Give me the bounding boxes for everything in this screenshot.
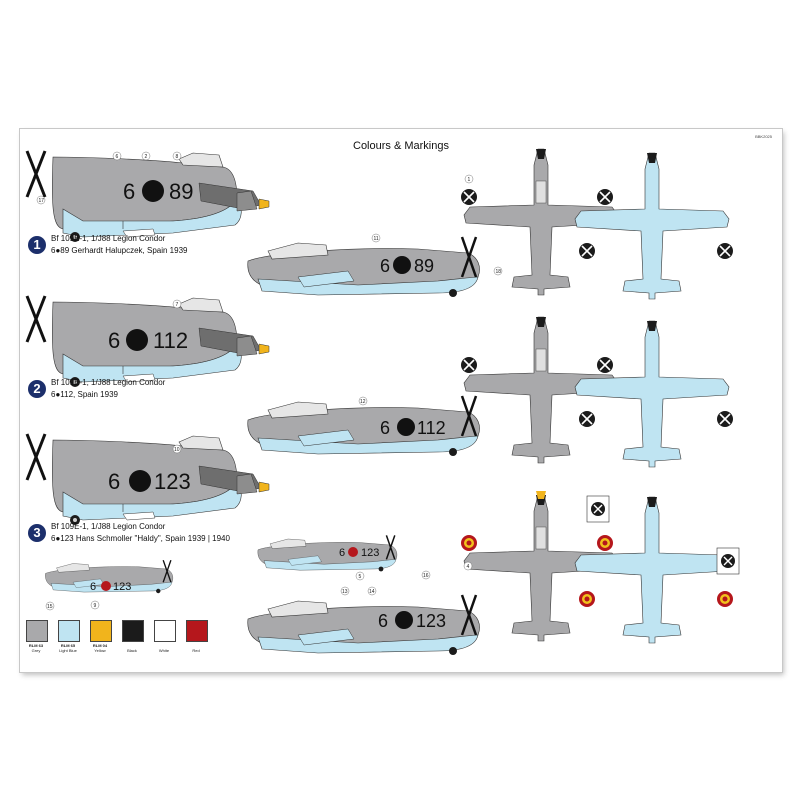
callout: 8 bbox=[176, 154, 179, 160]
code-disc-3b bbox=[348, 547, 358, 557]
callout: 11 bbox=[374, 236, 379, 242]
swatch-label: Black bbox=[127, 648, 137, 653]
scheme-number-2: 2 bbox=[28, 380, 46, 398]
scheme-1-line2: 6●89 Gerhardt Halupczek, Spain 1939 bbox=[51, 246, 188, 255]
code-right-1: 89 bbox=[169, 179, 193, 204]
profile-2-left bbox=[25, 294, 271, 389]
callout: 9 bbox=[94, 603, 97, 609]
code-left-2b: 6 bbox=[380, 418, 390, 438]
aircraft-artwork: 6 89 6 89 6 112 6 112 6 123 6 1 bbox=[25, 148, 740, 657]
code-left-3: 6 bbox=[108, 469, 120, 494]
profile-1-right bbox=[246, 235, 481, 299]
callout: 6 bbox=[116, 154, 119, 160]
swatch-box bbox=[26, 620, 48, 642]
callout: 2 bbox=[145, 154, 148, 160]
scheme-2-line1: Bf 109E-1, 1/J88 Legion Condor bbox=[51, 378, 166, 387]
code-disc-2b bbox=[397, 418, 415, 436]
swatch-box bbox=[58, 620, 80, 642]
scheme-3-line2: 6●123 Hans Schmoller "Haldy", Spain 1939… bbox=[51, 534, 230, 543]
swatch-box bbox=[186, 620, 208, 642]
callout: 18 bbox=[496, 269, 502, 275]
scheme-1-line1: Bf 109E-1, 1/J88 Legion Condor bbox=[51, 234, 166, 243]
sheet-tag: BBK2025 bbox=[755, 134, 772, 139]
scheme-1-caption: Bf 109E-1, 1/J88 Legion Condor 6●89 Gerh… bbox=[51, 233, 187, 257]
callout: 13 bbox=[342, 589, 348, 595]
callout: 16 bbox=[423, 573, 429, 579]
plan-bottom-1 bbox=[574, 152, 730, 300]
code-disc-1 bbox=[142, 180, 164, 202]
fin-detail-2 bbox=[716, 547, 740, 575]
scheme-number-3: 3 bbox=[28, 524, 46, 542]
callout: 7 bbox=[176, 302, 179, 308]
scheme-3-caption: Bf 109E-1, 1/J88 Legion Condor 6●123 Han… bbox=[51, 521, 230, 545]
code-disc-3c bbox=[101, 581, 111, 591]
code-right-1b: 89 bbox=[414, 256, 434, 276]
swatch-box bbox=[90, 620, 112, 642]
callouts: 6 2 8 17 18 7 10 11 12 5 4 1 9 13 14 15 … bbox=[36, 151, 503, 611]
fin-detail-1 bbox=[586, 495, 610, 523]
callout: 15 bbox=[47, 604, 53, 610]
code-right-3d: 123 bbox=[416, 611, 446, 631]
scheme-3-line1: Bf 109E-1, 1/J88 Legion Condor bbox=[51, 522, 166, 531]
callout: 5 bbox=[359, 574, 362, 580]
code-left-1b: 6 bbox=[380, 256, 390, 276]
code-disc-1b bbox=[393, 256, 411, 274]
callout: 4 bbox=[467, 564, 470, 570]
code-right-3: 123 bbox=[154, 469, 191, 494]
callout: 10 bbox=[174, 447, 180, 453]
code-right-3b: 123 bbox=[361, 547, 379, 559]
plan-bottom-2 bbox=[574, 320, 730, 468]
callout: 1 bbox=[468, 177, 471, 183]
code-disc-3 bbox=[129, 470, 151, 492]
code-disc-3d bbox=[395, 611, 413, 629]
swatch-label: White bbox=[158, 648, 170, 653]
swatch-box bbox=[154, 620, 176, 642]
swatch-box bbox=[122, 620, 144, 642]
sheet-title: Colours & Markings bbox=[353, 140, 449, 152]
code-right-2: 112 bbox=[153, 328, 188, 353]
callout: 17 bbox=[39, 198, 45, 204]
code-left-3d: 6 bbox=[378, 611, 388, 631]
code-left-3b: 6 bbox=[339, 547, 345, 559]
callout: 12 bbox=[360, 399, 366, 405]
scheme-2-caption: Bf 109E-1, 1/J88 Legion Condor 6●112, Sp… bbox=[51, 377, 165, 401]
scheme-2-line2: 6●112, Spain 1939 bbox=[51, 390, 118, 399]
code-left-1: 6 bbox=[123, 179, 135, 204]
code-disc-2 bbox=[126, 329, 148, 351]
code-left-3c: 6 bbox=[90, 581, 96, 593]
code-right-3c: 123 bbox=[113, 581, 131, 593]
code-right-2b: 112 bbox=[417, 418, 446, 438]
markings-sheet: Colours & Markings BBK2025 bbox=[20, 129, 782, 672]
scheme-number-1: 1 bbox=[28, 236, 46, 254]
code-left-2: 6 bbox=[108, 328, 120, 353]
swatch-label: Red bbox=[192, 648, 200, 653]
callout: 14 bbox=[369, 589, 375, 595]
